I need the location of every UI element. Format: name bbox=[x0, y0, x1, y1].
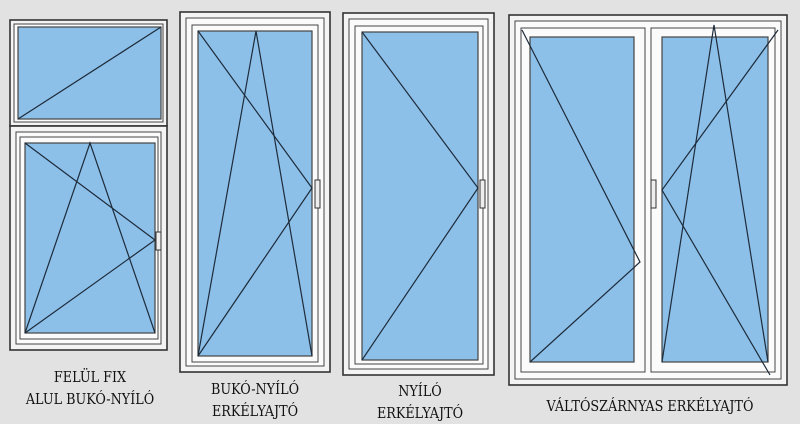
label-buko-nyilo: BUKÓ-NYÍLÓ ERKÉLYAJTÓ bbox=[183, 378, 328, 422]
label-line: VÁLTÓSZÁRNYAS ERKÉLYAJTÓ bbox=[546, 397, 754, 415]
window-fixed-top bbox=[9, 19, 168, 127]
window-turn-door bbox=[342, 12, 495, 376]
label-felul-fix: FELÜL FIX ALUL BUKÓ-NYÍLÓ bbox=[14, 366, 167, 410]
label-line: BUKÓ-NYÍLÓ bbox=[210, 380, 300, 398]
label-line: FELÜL FIX bbox=[53, 368, 127, 386]
label-valtoszarnyas: VÁLTÓSZÁRNYAS ERKÉLYAJTÓ bbox=[514, 395, 786, 417]
label-line: NYÍLÓ bbox=[398, 382, 442, 400]
label-line: ALUL BUKÓ-NYÍLÓ bbox=[25, 390, 155, 408]
handle-icon bbox=[650, 179, 657, 209]
handle-icon bbox=[314, 179, 321, 209]
handle-icon bbox=[479, 179, 486, 209]
label-line: ERKÉLYAJTÓ bbox=[211, 402, 299, 420]
label-line: ERKÉLYAJTÓ bbox=[376, 404, 464, 422]
window-tilt-turn-bottom bbox=[9, 125, 168, 351]
window-tilt-turn-door bbox=[179, 11, 331, 373]
label-nyilo: NYÍLÓ ERKÉLYAJTÓ bbox=[348, 380, 493, 424]
handle-icon bbox=[155, 231, 162, 251]
window-double-door bbox=[508, 14, 788, 386]
